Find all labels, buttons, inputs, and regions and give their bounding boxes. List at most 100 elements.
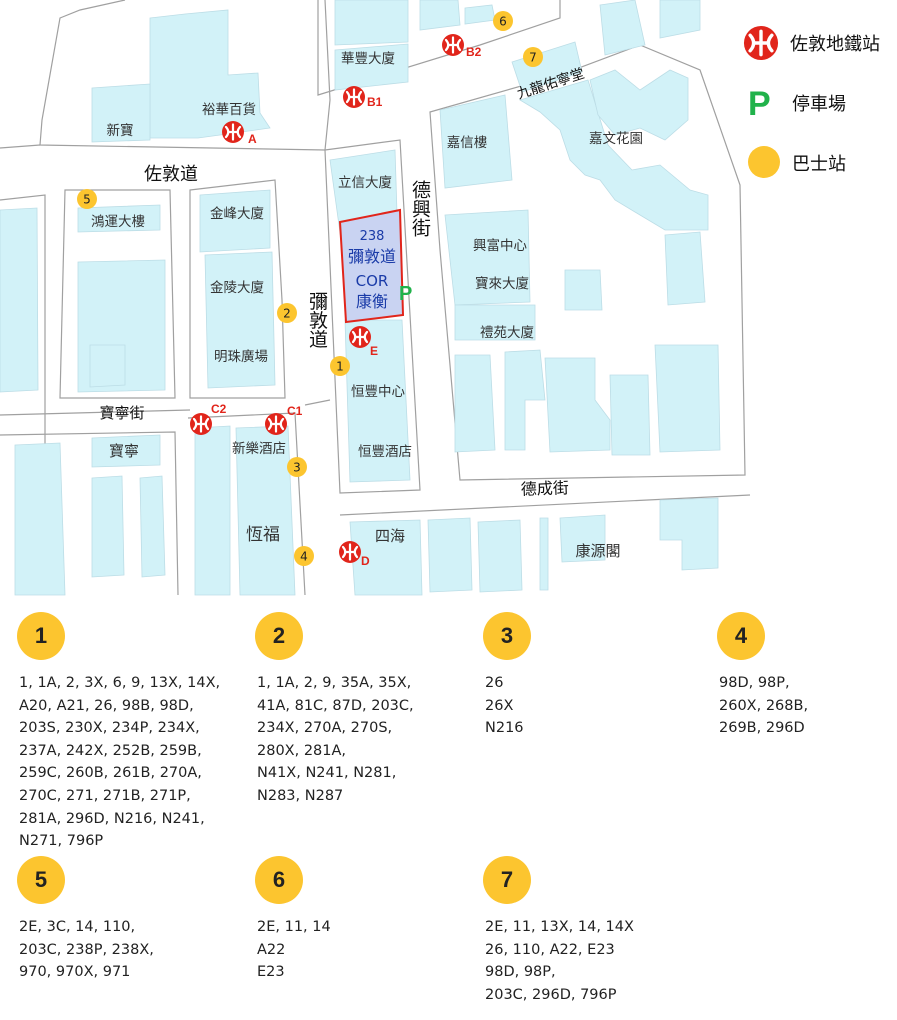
exit-a-label: A [248, 132, 257, 146]
route-line: 41A, 81C, 87D, 203C, [257, 697, 414, 714]
bus-stop-marker-5: 5 [83, 193, 91, 207]
bus-stop-icon: 6 [255, 856, 303, 904]
highlight-line4: 康衡 [356, 292, 388, 311]
route-list-3: 26 26X N216 [485, 672, 531, 740]
mtr-logo-icon [440, 32, 466, 58]
route-line: 2E, 11, 14 [257, 919, 331, 935]
route-list-6: 2E, 11, 14 A22 E23 [257, 916, 331, 984]
route-line: 281A, 296D, N216, N241, [19, 810, 205, 827]
route-list-4: 98D, 98P, 260X, 268B, 269B, 296D [719, 672, 808, 740]
parking-icon: P [748, 85, 771, 123]
route-line: N41X, N241, N281, [257, 765, 397, 782]
route-list-2: 1, 1A, 2, 9, 35A, 35X, 41A, 81C, 87D, 20… [257, 672, 414, 808]
route-line: 1, 1A, 2, 3X, 6, 9, 13X, 14X, [19, 675, 221, 691]
label-kam-fung: 金峰大廈 [210, 205, 264, 222]
highlight-line1: 238 [360, 229, 385, 244]
label-lap-shun: 立信大廈 [338, 174, 392, 191]
route-line: 2E, 3C, 14, 110, [19, 919, 136, 935]
road-tak-hing-street: 德興街 [409, 180, 431, 237]
bus-stop-icon: 5 [77, 189, 97, 209]
bus-stop-marker-3: 3 [293, 461, 301, 475]
route-line: 270C, 271, 271B, 271P, [19, 787, 191, 804]
bus-stop-block-2: 2 1, 1A, 2, 9, 35A, 35X, 41A, 81C, 87D, … [255, 612, 414, 808]
route-line: 203S, 230X, 234P, 234X, [19, 720, 200, 737]
mtr-logo-icon [341, 84, 367, 110]
building-labels: 華豐大廈 裕華百貨 新寶 鴻運大樓 金峰大廈 金陵大廈 明珠廣場 立信大廈 恒豐… [91, 50, 643, 560]
route-line: 203C, 238P, 238X, [19, 941, 154, 958]
bus-stop-marker-4: 4 [300, 550, 308, 564]
mtr-exits: A B1 B2 C2 C1 D E [188, 32, 482, 568]
highlight-line2: 彌敦道 [348, 247, 396, 266]
exit-e-label: E [370, 344, 378, 358]
road-tak-shing-street: 德成街 [520, 478, 569, 499]
bus-stop-icon: 7 [523, 47, 543, 67]
exit-d-label: D [361, 554, 370, 568]
label-hong-yuen: 康源閣 [575, 542, 620, 560]
bus-stop-markers: 1 2 3 4 5 6 7 [77, 11, 543, 566]
route-line: 234X, 270A, 270S, [257, 720, 393, 737]
mtr-logo-icon [220, 119, 246, 145]
exit-c2-label: C2 [211, 402, 227, 416]
label-hang-fung-hotel: 恒豐酒店 [358, 444, 412, 460]
bus-stop-icon: 2 [255, 612, 303, 660]
route-list-5: 2E, 3C, 14, 110, 203C, 238P, 238X, 970, … [19, 916, 154, 984]
road-outlines [0, 0, 751, 596]
label-wah-fung: 華豐大廈 [341, 50, 395, 67]
route-line: 98D, 98P, [485, 964, 556, 981]
route-line: 98D, 98P, [719, 675, 790, 691]
bus-stop-icon: 1 [17, 612, 65, 660]
route-line: N216 [485, 720, 524, 737]
bus-stop-block-6: 6 2E, 11, 14 A22 E23 [255, 856, 331, 984]
route-line: 237A, 242X, 252B, 259B, [19, 742, 202, 759]
bus-stop-marker-7: 7 [529, 51, 537, 65]
route-line: 269B, 296D [719, 720, 805, 737]
road-pak-ling-street: 寶寧街 [99, 404, 144, 422]
road-jordan-road: 佐敦道 [144, 164, 198, 185]
bus-stop-icon: 5 [17, 856, 65, 904]
route-list-7: 2E, 11, 13X, 14, 14X 26, 110, A22, E23 9… [485, 916, 634, 1006]
legend-parking: 停車場 [792, 94, 846, 115]
route-line: 2E, 11, 13X, 14, 14X [485, 919, 634, 935]
mtr-logo-icon [263, 411, 289, 437]
area-map: 238 彌敦道 COR 康衡 P 華豐大廈 裕華百貨 新寶 鴻運大樓 金峰大廈 … [0, 0, 880, 596]
bus-stop-block-5: 5 2E, 3C, 14, 110, 203C, 238P, 238X, 970… [17, 856, 154, 984]
highlight-building [338, 208, 405, 324]
mtr-logo-icon [347, 324, 373, 350]
route-line: 259C, 260B, 261B, 270A, [19, 765, 202, 782]
legend: 佐敦地鐵站 P 停車場 巴士站 [742, 24, 880, 178]
route-line: 26X [485, 697, 514, 714]
route-line: 1, 1A, 2, 9, 35A, 35X, [257, 675, 412, 691]
label-kar-man: 嘉文花園 [589, 131, 643, 147]
label-hang-fook: 恆福 [246, 525, 280, 545]
label-kar-shun: 嘉信樓 [447, 135, 488, 151]
mtr-logo-icon [742, 24, 780, 62]
bus-stop-marker-1: 1 [336, 360, 344, 374]
mtr-logo-icon [337, 539, 363, 565]
route-line: 26, 110, A22, E23 [485, 941, 615, 958]
route-line: 26 [485, 675, 504, 691]
legend-mtr: 佐敦地鐵站 [790, 34, 880, 55]
exit-c1-label: C1 [287, 404, 303, 418]
buildings [0, 0, 721, 596]
label-sun-po: 新寶 [107, 123, 134, 139]
route-line: E23 [257, 964, 285, 981]
label-kam-ling: 金陵大廈 [210, 279, 264, 296]
label-hung-wan: 鴻運大樓 [91, 214, 145, 230]
bus-stop-icon: 6 [493, 11, 513, 31]
route-line: N271, 796P [19, 833, 104, 850]
bus-stop-marker-2: 2 [283, 307, 291, 321]
highlight-line3: COR [356, 272, 389, 290]
label-hing-fu: 興富中心 [473, 237, 527, 254]
bus-stop-icon: 3 [287, 457, 307, 477]
bus-stop-block-3: 3 26 26X N216 [483, 612, 531, 740]
route-line: 280X, 281A, [257, 742, 347, 759]
bus-stop-marker-6: 6 [499, 15, 507, 29]
mtr-logo-icon [188, 411, 214, 437]
route-line: N283, N287 [257, 787, 344, 804]
bus-stop-icon: 1 [330, 356, 350, 376]
bus-stop-icon: 2 [277, 303, 297, 323]
label-ming-chu: 明珠廣場 [214, 348, 268, 365]
bus-stop-icon: 4 [717, 612, 765, 660]
label-po-ning: 寶寧 [109, 442, 139, 460]
bus-stop-icon: 3 [483, 612, 531, 660]
